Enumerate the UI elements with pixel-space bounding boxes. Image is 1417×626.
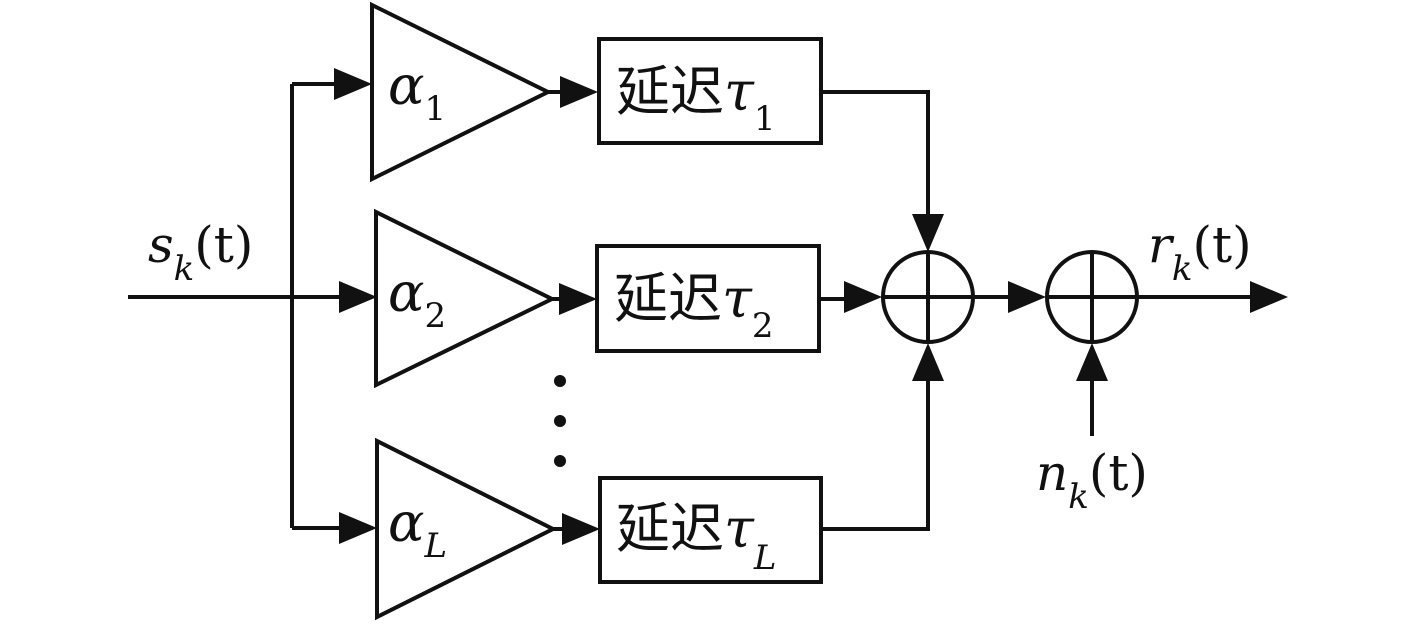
ellipsis-dot (554, 415, 566, 427)
arrow-into-summer-left (844, 281, 882, 313)
amplifier-1 (370, 1, 553, 183)
arrow-into-delay-1 (560, 76, 598, 108)
ellipsis-dot (554, 375, 566, 387)
delay-label-2: 延迟τ2 (614, 267, 774, 346)
delay-label-1: 延迟τ1 (616, 60, 776, 139)
arrow-into-delay-2 (559, 283, 597, 315)
arrow-into-delay-L (562, 513, 600, 545)
delayL-to-summer (821, 376, 930, 531)
delay1-to-summer (821, 90, 930, 220)
arrow-into-amp-2 (339, 281, 377, 313)
arrow-into-summer-top (912, 214, 944, 252)
output-signal-label: rk(t) (1148, 216, 1252, 289)
input-signal-label: sk(t) (148, 216, 253, 289)
gain-label-L: αL (388, 491, 447, 566)
delay-label-L: 延迟τL (616, 497, 776, 578)
arrow-into-amp-L (339, 512, 377, 544)
gain-label-2: α2 (388, 261, 446, 336)
arrow-noise-into-adder (1076, 343, 1108, 381)
arrow-into-amp-1 (334, 68, 372, 100)
amplifier-2 (374, 208, 557, 389)
gain-label-1: α1 (388, 54, 446, 129)
delay-box-L (598, 476, 823, 584)
arrow-into-summer-bottom (912, 343, 944, 381)
output-arrow (1250, 281, 1288, 313)
noise-signal-label: nk(t) (1036, 444, 1148, 517)
amplifier-L (375, 437, 558, 621)
delay-box-2 (595, 244, 821, 353)
arrow-into-noise-adder (1008, 281, 1046, 313)
ellipsis-dot (554, 455, 566, 467)
